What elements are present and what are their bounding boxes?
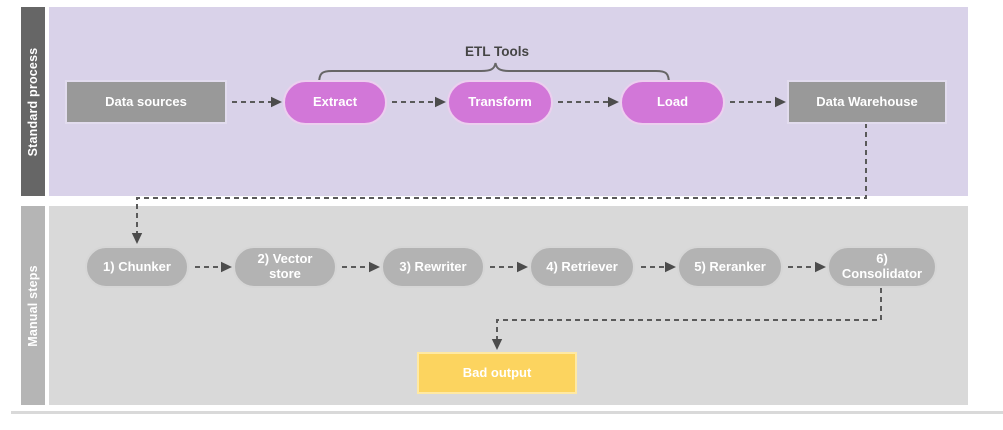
node-reranker: 5) Reranker [677, 246, 783, 288]
lane-label-standard-process: Standard process [21, 7, 45, 196]
node-transform: Transform [447, 80, 553, 125]
node-load: Load [620, 80, 725, 125]
node-bad-output: Bad output [417, 352, 577, 394]
node-data-sources: Data sources [65, 80, 227, 124]
lane-label-standard-process-text: Standard process [26, 47, 40, 156]
lane-label-manual-steps: Manual steps [21, 206, 45, 405]
bottom-divider [11, 411, 1003, 414]
etl-tools-annotation: ETL Tools [465, 44, 529, 59]
lane-label-manual-steps-text: Manual steps [26, 264, 40, 347]
node-retriever: 4) Retriever [529, 246, 635, 288]
node-extract: Extract [283, 80, 387, 125]
node-rewriter: 3) Rewriter [381, 246, 485, 288]
node-vector-store: 2) Vector store [233, 246, 337, 288]
node-consolidator: 6) Consolidator [827, 246, 937, 288]
node-chunker: 1) Chunker [85, 246, 189, 288]
node-data-warehouse: Data Warehouse [787, 80, 947, 124]
